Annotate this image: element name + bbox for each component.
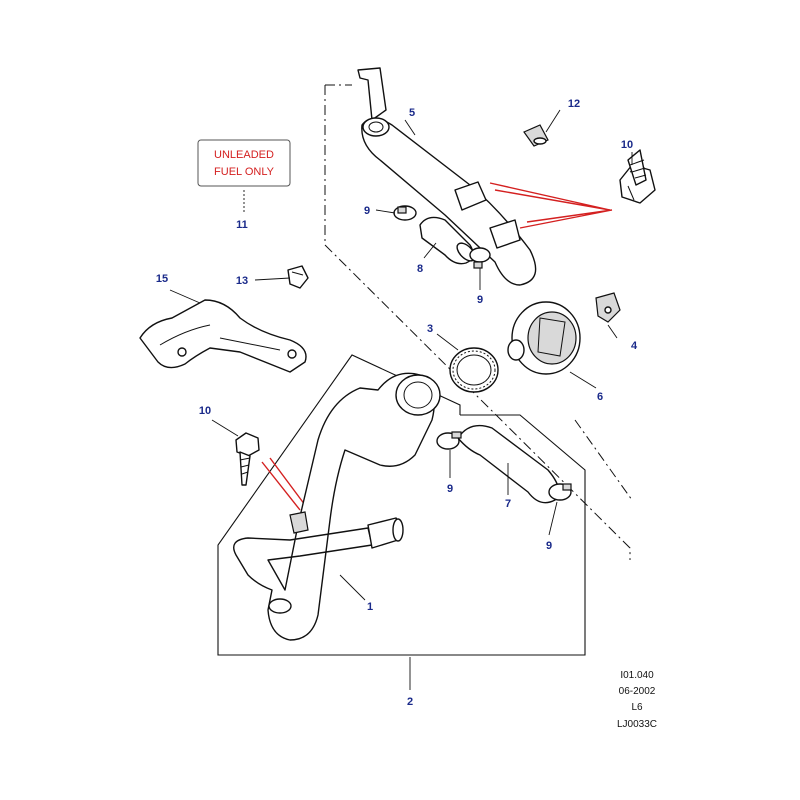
callout-10-lower: 10: [199, 405, 211, 417]
filler-cap: [507, 301, 581, 375]
callout-2: 2: [407, 696, 413, 708]
callout-11: 11: [236, 219, 248, 231]
grommet: [523, 124, 549, 147]
callout-8: 8: [417, 263, 423, 275]
hose-clip-upper-left: [393, 205, 417, 221]
pipe-clip: [287, 265, 309, 289]
drawing-date: 06-2002: [619, 686, 656, 697]
callout-6: 6: [597, 391, 603, 403]
leader-lines: [169, 109, 633, 690]
callout-numbers: 1 2 3 4 5 6 7 8 9 9 9 9 10 10 11 12 13 1…: [156, 98, 638, 708]
hose-clip-upper-right: [469, 247, 491, 269]
callout-7: 7: [505, 498, 511, 510]
unleaded-fuel-warning-label: UNLEADED FUEL ONLY: [197, 139, 291, 187]
callout-10-upper: 10: [621, 139, 633, 151]
hose-clip-lower-right: [548, 483, 572, 501]
upper-assembly-boundary: [324, 84, 633, 560]
callout-9-upper-right: 9: [477, 294, 483, 306]
screw-upper: [619, 149, 656, 204]
drawing-code: LJ0033C: [617, 719, 657, 730]
sealing-ring: [449, 347, 499, 393]
callout-15: 15: [156, 273, 168, 285]
cap-tether-plug: [595, 292, 621, 323]
lower-filler-pipe: [233, 372, 441, 641]
callout-9-upper-left: 9: [364, 205, 370, 217]
red-fastening-lines: [261, 182, 613, 511]
screw-lower: [235, 432, 260, 486]
callout-3: 3: [427, 323, 433, 335]
callout-5: 5: [409, 107, 415, 119]
callout-9-lower-left: 9: [447, 483, 453, 495]
heat-shield: [139, 299, 307, 373]
drawing-info: I01.040 06-2002 L6 LJ0033C: [617, 670, 657, 730]
drawing-ref: I01.040: [620, 670, 654, 681]
filler-neck-upper-pipe: [357, 67, 537, 286]
hose-clip-lower-left: [436, 431, 462, 450]
warning-label-line2: FUEL ONLY: [214, 166, 275, 178]
callout-12: 12: [568, 98, 580, 110]
warning-label-line1: UNLEADED: [214, 149, 274, 161]
drawing-model: L6: [631, 702, 643, 713]
callout-13: 13: [236, 275, 248, 287]
callout-1: 1: [367, 601, 373, 613]
callout-4: 4: [631, 340, 638, 352]
callout-9-lower-right: 9: [546, 540, 552, 552]
